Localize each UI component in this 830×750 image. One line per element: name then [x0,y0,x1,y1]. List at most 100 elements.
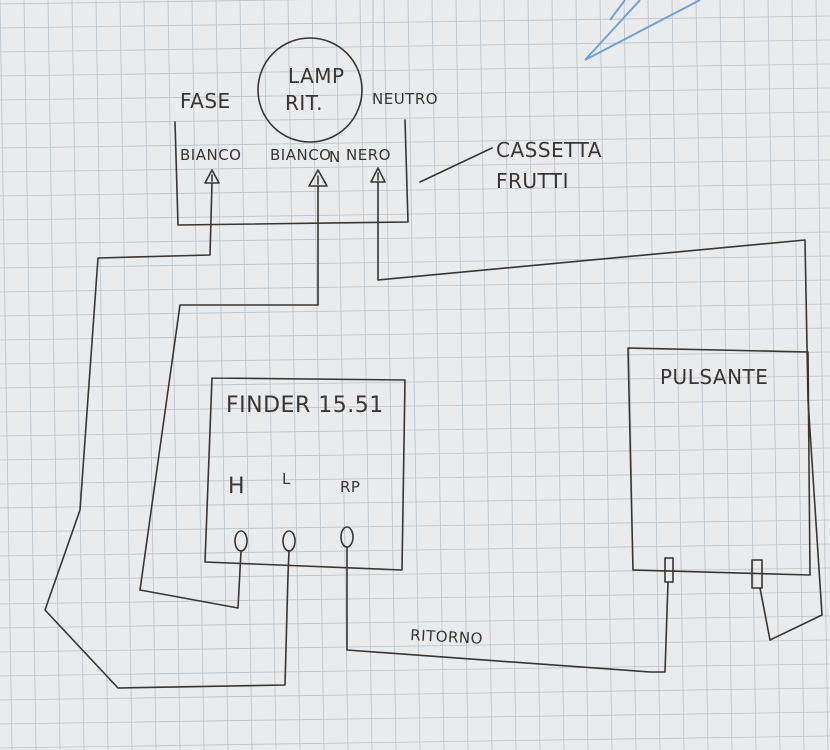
grid-line-vertical [743,0,757,750]
pulsante-terminal-1 [664,557,674,583]
grid-line-vertical [239,0,253,750]
grid-line-vertical [647,0,661,750]
grid-line-horizontal [0,471,830,485]
grid-line-vertical [551,0,565,750]
grid-line-vertical [719,0,733,750]
grid-line-vertical [383,0,397,750]
grid-line-vertical [335,0,349,750]
terminal-nero: NERO [346,146,391,164]
grid-line-vertical [143,0,157,750]
grid-line-horizontal [0,615,830,629]
grid-line-horizontal [0,15,830,29]
grid-line-vertical [119,0,133,750]
finder-screw-h [234,530,248,552]
blue-marker-stroke [584,0,701,61]
pulsante-title: PULSANTE [660,365,768,389]
grid-line-horizontal [0,111,830,125]
finder-terminal-rp: RP [340,478,360,496]
grid-line-vertical [575,0,589,750]
grid-line-horizontal [0,711,830,725]
finder-screw-l [282,530,296,552]
grid-line-horizontal [0,0,305,5]
grid-line-vertical [407,0,421,750]
finder-title: FINDER 15.51 [226,393,384,418]
terminal-marker-2 [308,169,328,187]
wire-fase [44,182,290,689]
wire-bianco-lamp [139,185,319,609]
grid-line-vertical [479,0,493,750]
grid-line-horizontal [0,207,830,221]
neutro-label: NEUTRO [372,90,438,108]
lamp-label: LAMP [288,64,345,88]
wire-ritorno [346,546,669,673]
grid-line-horizontal [0,183,830,197]
grid-line-vertical [671,0,685,750]
grid-line-vertical [455,0,469,750]
cassetta-frutti-box [174,119,409,226]
grid-line-horizontal [0,663,830,677]
grid-line-horizontal [0,687,830,701]
grid-line-vertical [167,0,181,750]
grid-line-horizontal [0,399,830,413]
grid-line-horizontal [0,375,830,389]
terminal-marker-3 [370,167,386,183]
grid-line-vertical [287,0,301,750]
grid-line-horizontal [0,639,830,653]
ritorno-label: RITORNO [410,626,484,648]
grid-line-horizontal [0,567,830,581]
finder-screw-rp [340,526,354,548]
grid-line-horizontal [0,495,830,509]
grid-line-vertical [263,0,277,750]
grid-line-vertical [623,0,637,750]
grid-line-vertical [527,0,541,750]
cassetta-subtitle: FRUTTI [496,169,569,193]
grid-line-vertical [815,0,829,750]
grid-line-vertical [503,0,517,750]
wire-nero-neutro [377,181,823,641]
grid-line-vertical [311,0,325,750]
grid-line-vertical [431,0,445,750]
pulsante-box [627,347,811,576]
grid-line-horizontal [0,543,830,557]
grid-line-vertical [695,0,709,750]
finder-relay-box [204,377,406,571]
grid-line-vertical [0,0,13,750]
grid-line-vertical [95,0,109,750]
grid-line-horizontal [0,159,830,173]
grid-line-vertical [359,0,373,750]
grid-line-horizontal [0,423,830,437]
grid-line-horizontal [0,351,830,365]
terminal-marker-1 [204,169,220,184]
grid-line-horizontal [0,735,830,749]
grid-line-vertical [599,0,613,750]
grid-line-horizontal [0,135,830,149]
cassetta-pointer-line [419,147,493,183]
grid-line-vertical [767,0,781,750]
grid-line-horizontal [0,519,830,533]
grid-line-horizontal [0,447,830,461]
grid-line-vertical [23,0,37,750]
lamp-sublabel: RIT. [285,91,323,115]
grid-line-horizontal [0,87,830,101]
grid-line-horizontal [0,591,830,605]
grid-line-vertical [47,0,61,750]
fase-label: FASE [180,89,231,113]
terminal-bianco-1: BIANCO [180,146,241,164]
grid-line-horizontal [0,231,830,245]
grid-line-horizontal [0,39,830,53]
grid-line-horizontal [0,327,830,341]
finder-terminal-h: H [228,474,245,499]
terminal-n: N [329,148,341,166]
grid-line-vertical [71,0,85,750]
grid-line-horizontal [0,303,830,317]
terminal-bianco-2: BIANCO [270,146,331,164]
grid-line-horizontal [0,63,830,77]
cassetta-title: CASSETTA [496,138,602,162]
lamp-circle [257,37,363,143]
grid-line-horizontal [0,279,830,293]
grid-line-horizontal [0,255,830,269]
finder-terminal-l: L [282,470,291,488]
pulsante-terminal-2 [751,559,763,589]
